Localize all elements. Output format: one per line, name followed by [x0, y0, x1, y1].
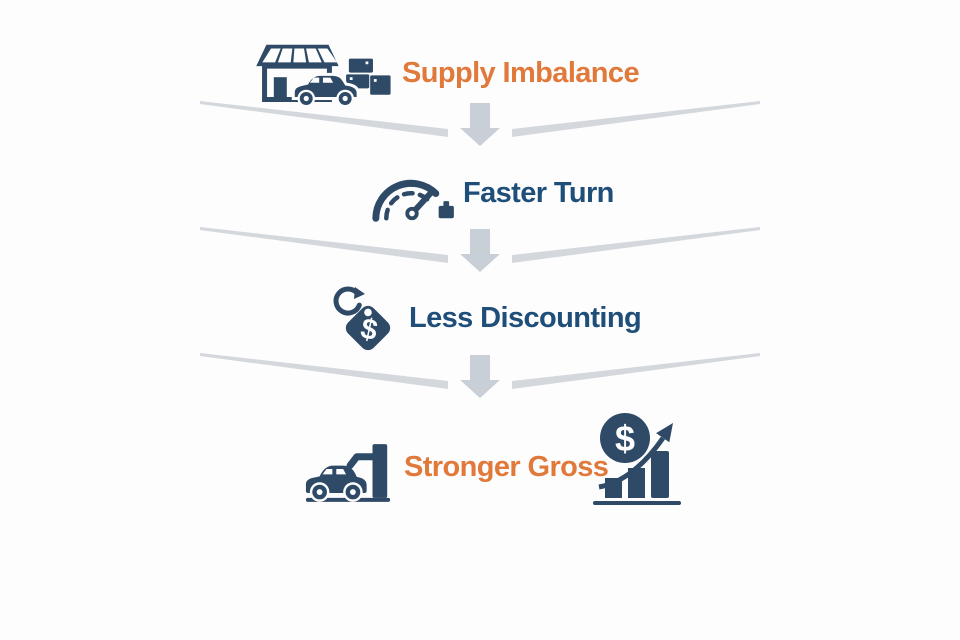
chevron-line-left: [200, 227, 448, 263]
price-tag-dollar-icon: $: [330, 286, 391, 351]
chevron-line-right: [512, 353, 760, 389]
step-label-stronger-gross: Stronger Gross: [404, 451, 609, 483]
step-label-supply-imbalance: Supply Imbalance: [402, 57, 640, 89]
step-stronger-gross: Stronger Gross $: [0, 405, 960, 515]
car-at-pump-icon: [305, 444, 391, 502]
down-arrow-icon: [460, 229, 500, 272]
step-faster-turn: Faster Turn: [0, 150, 960, 230]
step-supply-imbalance: Supply Imbalance: [0, 0, 960, 110]
storefront-car-inventory-icon: [256, 44, 391, 108]
connector-down-arrow-2: [200, 227, 760, 272]
chevron-line-left: [200, 101, 448, 137]
chevron-line-left: [200, 353, 448, 389]
step-label-less-discounting: Less Discounting: [409, 302, 642, 334]
svg-text:$: $: [358, 313, 380, 348]
chevron-line-right: [512, 101, 760, 137]
svg-text:$: $: [615, 418, 635, 459]
down-arrow-icon: [460, 355, 500, 398]
chevron-line-right: [512, 227, 760, 263]
down-arrow-icon: [460, 103, 500, 146]
dollar-growth-chart-icon: $: [593, 413, 681, 505]
step-label-faster-turn: Faster Turn: [463, 177, 614, 209]
step-less-discounting: $ Less Discounting: [0, 276, 960, 366]
speedometer-icon: [368, 164, 454, 223]
connector-down-arrow-1: [200, 101, 760, 146]
connector-down-arrow-3: [200, 353, 760, 398]
